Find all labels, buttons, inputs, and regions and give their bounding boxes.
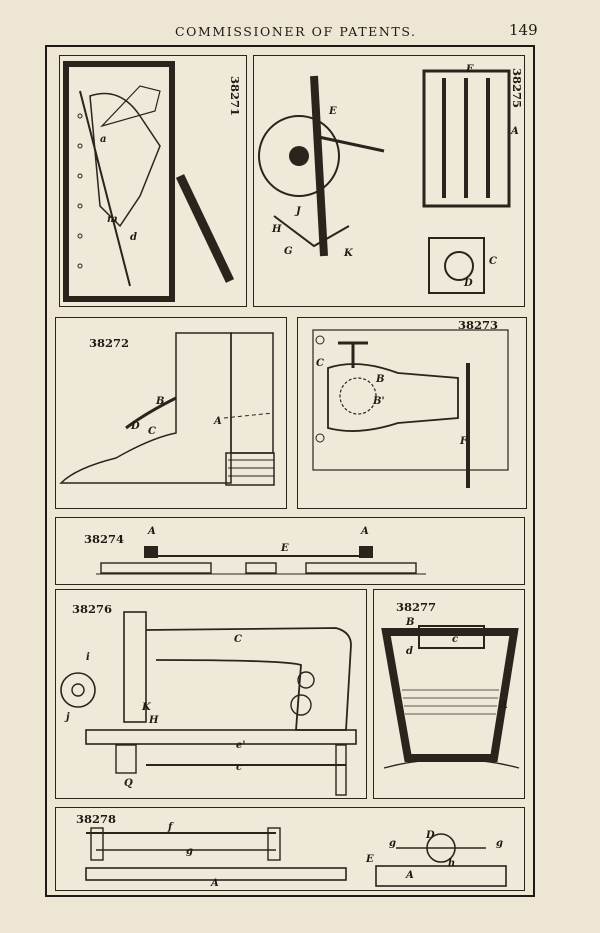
figure-38275-panel: 38275 E A C D K G H E J [253, 55, 525, 307]
figure-38272-panel: 38272 B D C A [55, 317, 287, 509]
figure-38277-panel: 38277 B c d A [373, 589, 525, 799]
figure-38278-label-f: f [168, 822, 173, 833]
figure-38271-panel: 38271 a m d [59, 55, 247, 307]
figure-38278-number: 38278 [76, 812, 117, 826]
shoe-last-drawing [63, 61, 235, 302]
figure-38272-label-c: C [148, 426, 156, 437]
figure-38272-label-b: B [156, 396, 165, 407]
figure-38278-label-g-left: g [389, 838, 396, 849]
figure-38274-label-e: E [281, 543, 289, 554]
figure-38278-label-g-right: g [496, 838, 503, 849]
figure-38275-label-d: D [464, 278, 473, 289]
figure-38272-label-j: J [296, 206, 301, 217]
figure-38276-label-h: H [149, 715, 159, 726]
page-number: 149 [509, 21, 538, 39]
figure-38278-label-a: A [211, 878, 219, 889]
figure-38276-label-q: Q [124, 778, 133, 789]
figure-38271-number: 38271 [228, 76, 242, 117]
figure-38276-label-j: j [66, 712, 70, 723]
figure-38278-label-d: D [426, 830, 435, 841]
figure-38271-label-m: m [107, 214, 118, 225]
figure-38272-label-e: E [329, 106, 337, 117]
figure-38276-number: 38276 [72, 602, 113, 616]
figure-38277-label-c: c [452, 634, 459, 645]
figure-38276-label-c: C [234, 634, 242, 645]
machine-parts-drawing [258, 69, 511, 294]
sewing-machine-drawing [60, 611, 357, 796]
figure-38275-number: 38275 [510, 68, 524, 109]
bar-clamp-drawing [96, 546, 426, 575]
figure-38278-label-h: h [448, 858, 456, 869]
vessel-drawing [381, 625, 520, 769]
figure-38273-label-b: B [376, 374, 385, 385]
figure-38271-label-d: d [130, 232, 137, 243]
boot-drawing [59, 332, 275, 486]
clamp-drawing [312, 329, 509, 488]
figure-38272-label-a: A [214, 416, 222, 427]
figure-38277-number: 38277 [396, 600, 437, 614]
figure-38274-number: 38274 [84, 532, 125, 546]
figure-38276-panel: 38276 C K H Q e' c i j [55, 589, 367, 799]
plate-frame: 38271 a m d 38275 E A C D K G H E J [45, 45, 535, 897]
figure-38278-label-a-right: A [406, 870, 414, 881]
figure-38273-label-bprime: B' [373, 396, 385, 407]
figure-38272-label-g: G [284, 246, 293, 257]
figure-38276-label-c-lower: c [236, 762, 243, 773]
figure-38277-label-a: A [500, 700, 508, 711]
figure-38277-label-d: d [406, 646, 413, 657]
figure-38273-label-c: C [316, 358, 324, 369]
figure-38278-label-e: E [366, 854, 374, 865]
figure-38273-label-f: F [460, 436, 468, 447]
figure-38275-label-c: C [489, 256, 497, 267]
figure-38276-label-eprime: e' [236, 740, 246, 751]
figure-38272-number: 38272 [89, 336, 130, 350]
page-title: COMMISSIONER OF PATENTS. [175, 24, 417, 39]
figure-38273-number: 38273 [458, 318, 499, 332]
figure-38278-label-g: g [186, 846, 193, 857]
figure-38273-panel: 38273 C B B' F [297, 317, 527, 509]
figure-38272-label-d: D [131, 421, 140, 432]
page-header: COMMISSIONER OF PATENTS. 149 [0, 21, 600, 42]
figure-38271-label-a: a [100, 134, 107, 145]
figure-38274-panel: 38274 A A E [55, 517, 525, 585]
shaft-drawing [85, 827, 507, 887]
figure-38277-label-b: B [406, 617, 415, 628]
figure-38275-label-a: A [511, 126, 519, 137]
figure-38274-label-a-right: A [361, 526, 369, 537]
figure-38278-panel: 38278 f g A E D g g h A [55, 807, 525, 891]
figure-38275-label-e: E [466, 64, 474, 75]
figure-38272-label-h: H [272, 224, 282, 235]
figure-38276-label-i: i [86, 652, 90, 663]
figure-38274-label-a-left: A [148, 526, 156, 537]
figure-38276-label-k: K [142, 702, 151, 713]
figure-38272-label-k: K [344, 248, 353, 259]
